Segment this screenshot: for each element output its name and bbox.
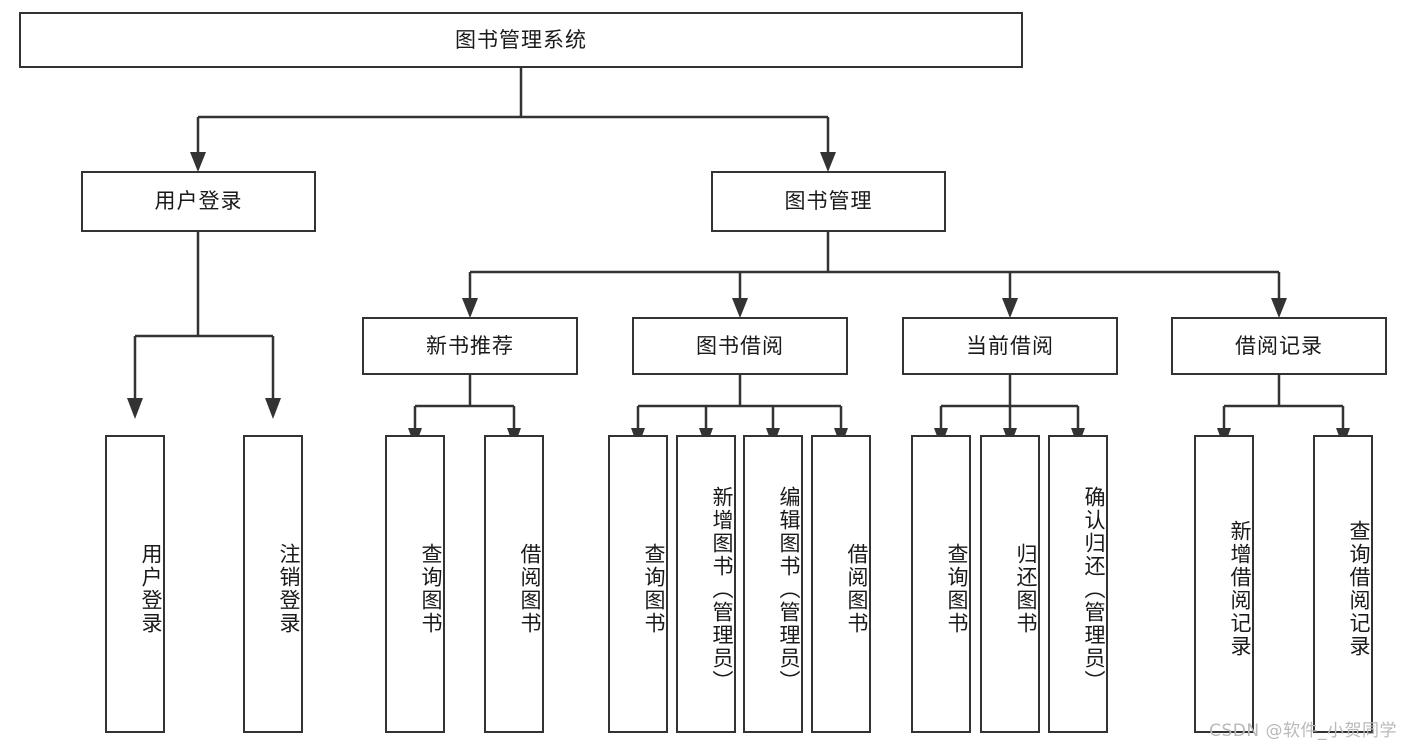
leaf-book-borrow-edit[interactable]: 编辑图书（管理员） [743, 435, 803, 733]
node-label: 图书借阅 [696, 333, 784, 358]
csdn-watermark: CSDN @软件_小贺同学 [1209, 721, 1397, 741]
node-label: 查询图书 [419, 543, 443, 635]
leaf-book-borrow-borrow[interactable]: 借阅图书 [811, 435, 871, 733]
leaf-user-login-signin[interactable]: 用户登录 [105, 435, 165, 733]
node-label: 注销登录 [277, 543, 301, 635]
node-root-system[interactable]: 图书管理系统 [19, 12, 1023, 68]
node-label: 查询借阅记录 [1347, 520, 1371, 658]
node-current-borrow[interactable]: 当前借阅 [902, 317, 1118, 375]
node-label: 借阅图书 [845, 543, 869, 635]
node-new-book-recommend[interactable]: 新书推荐 [362, 317, 578, 375]
node-book-manage[interactable]: 图书管理 [711, 171, 946, 232]
leaf-new-book-borrow[interactable]: 借阅图书 [484, 435, 544, 733]
node-label: 当前借阅 [966, 333, 1054, 358]
leaf-book-borrow-query[interactable]: 查询图书 [608, 435, 668, 733]
node-borrow-record[interactable]: 借阅记录 [1171, 317, 1387, 375]
leaf-user-login-signout[interactable]: 注销登录 [243, 435, 303, 733]
leaf-current-borrow-confirm-return[interactable]: 确认归还（管理员） [1048, 435, 1108, 733]
node-label: 用户登录 [139, 543, 163, 635]
node-label: 新书推荐 [426, 333, 514, 358]
leaf-borrow-record-add[interactable]: 新增借阅记录 [1194, 435, 1254, 733]
node-label: 用户登录 [154, 189, 243, 214]
node-label: 借阅图书 [518, 543, 542, 635]
leaf-current-borrow-query[interactable]: 查询图书 [911, 435, 971, 733]
node-label: 归还图书 [1014, 543, 1038, 635]
node-label: 查询图书 [945, 543, 969, 635]
node-label: 图书管理系统 [455, 27, 587, 52]
node-label: 编辑图书（管理员） [777, 485, 801, 693]
leaf-new-book-query[interactable]: 查询图书 [385, 435, 445, 733]
node-book-borrow[interactable]: 图书借阅 [632, 317, 848, 375]
node-label: 新增借阅记录 [1228, 520, 1252, 658]
node-label: 查询图书 [642, 543, 666, 635]
node-label: 新增图书（管理员） [710, 485, 734, 693]
node-label: 图书管理 [784, 189, 873, 214]
leaf-current-borrow-return[interactable]: 归还图书 [980, 435, 1040, 733]
leaf-book-borrow-add[interactable]: 新增图书（管理员） [676, 435, 736, 733]
node-label: 确认归还（管理员） [1082, 485, 1106, 693]
leaf-borrow-record-query[interactable]: 查询借阅记录 [1313, 435, 1373, 733]
node-label: 借阅记录 [1235, 333, 1323, 358]
node-user-login[interactable]: 用户登录 [81, 171, 316, 232]
